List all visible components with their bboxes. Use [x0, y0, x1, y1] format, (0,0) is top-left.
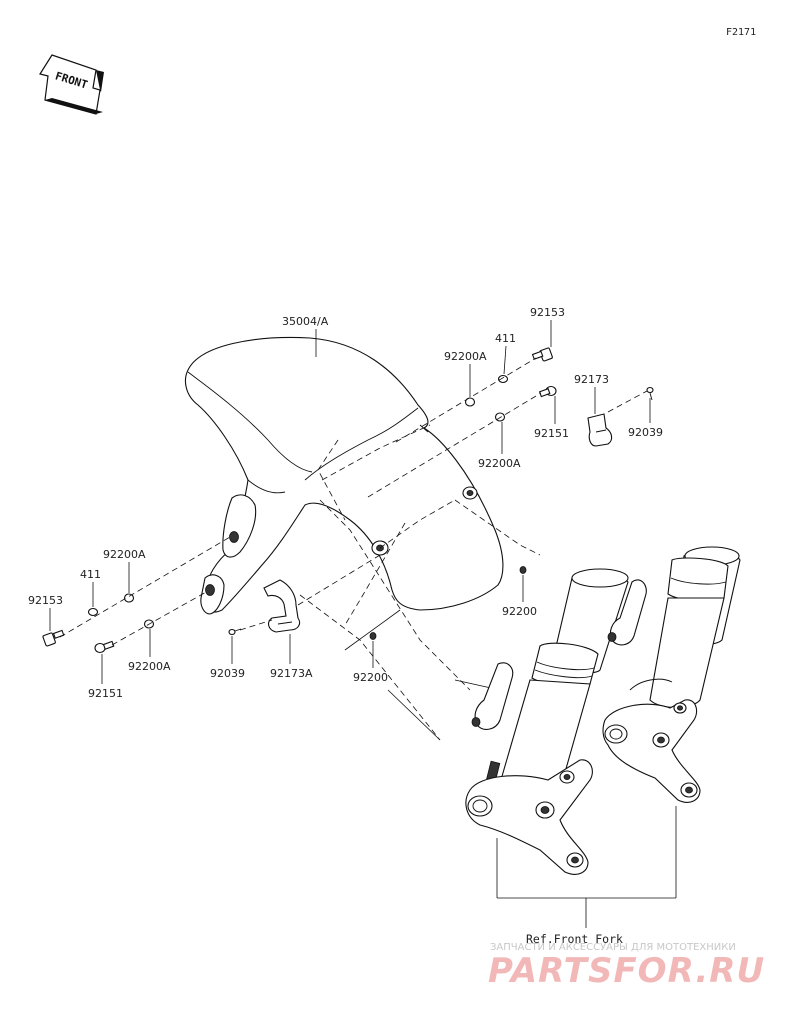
part-label-92151-l: 92151: [88, 687, 123, 700]
front-fork-right: [602, 546, 741, 803]
part-label-92200a-r1: 92200A: [444, 350, 487, 363]
bolt-icon: [94, 640, 115, 654]
part-label-92039-r: 92039: [628, 426, 663, 439]
clamp-icon: [587, 413, 613, 447]
part-label-92153-l: 92153: [28, 594, 63, 607]
part-label-92153-r: 92153: [530, 306, 565, 319]
collar-icon: [497, 374, 509, 384]
collar-icon: [87, 607, 99, 617]
watermark-tagline: ЗАПЧАСТИ И АКСЕССУАРЫ ДЛЯ МОТОТЕХНИКИ: [490, 942, 736, 953]
screw-icon: [228, 628, 242, 636]
nut-icon: [369, 632, 377, 640]
bolt-icon: [42, 629, 65, 647]
part-label-92039-l: 92039: [210, 667, 245, 680]
reference-label: Ref.Front Fork: [526, 932, 623, 946]
bolt-icon: [531, 347, 553, 362]
part-label-92173a-l: 92173A: [270, 667, 313, 680]
watermark-brand: PARTSFOR.RU: [488, 951, 765, 991]
diagram-code: F2171: [726, 27, 756, 38]
screw-icon: [646, 386, 654, 401]
clamp-icon: [263, 579, 301, 633]
front-fork-left: [465, 568, 629, 875]
part-label-92151-r: 92151: [534, 427, 569, 440]
reference-bracket: [496, 806, 677, 928]
part-label-92200-l: 92200: [353, 671, 388, 684]
assembly-lines: [59, 357, 648, 741]
part-label-92200a-l2: 92200A: [128, 660, 171, 673]
front-fender: [184, 336, 504, 615]
bolt-icon: [538, 385, 557, 398]
part-label-92173-r: 92173: [574, 373, 609, 386]
part-label-92200a-r2: 92200A: [478, 457, 521, 470]
part-label-92200-r: 92200: [502, 605, 537, 618]
washer-icon: [123, 593, 135, 603]
nut-icon: [519, 566, 527, 574]
part-label-92200a-l1: 92200A: [103, 548, 146, 561]
part-label-411-l: 411: [80, 568, 101, 581]
washer-icon: [464, 397, 476, 407]
front-arrow-icon: FRONT: [39, 54, 104, 115]
fender-label: 35004/A: [282, 315, 329, 328]
part-label-411-r: 411: [495, 332, 516, 345]
